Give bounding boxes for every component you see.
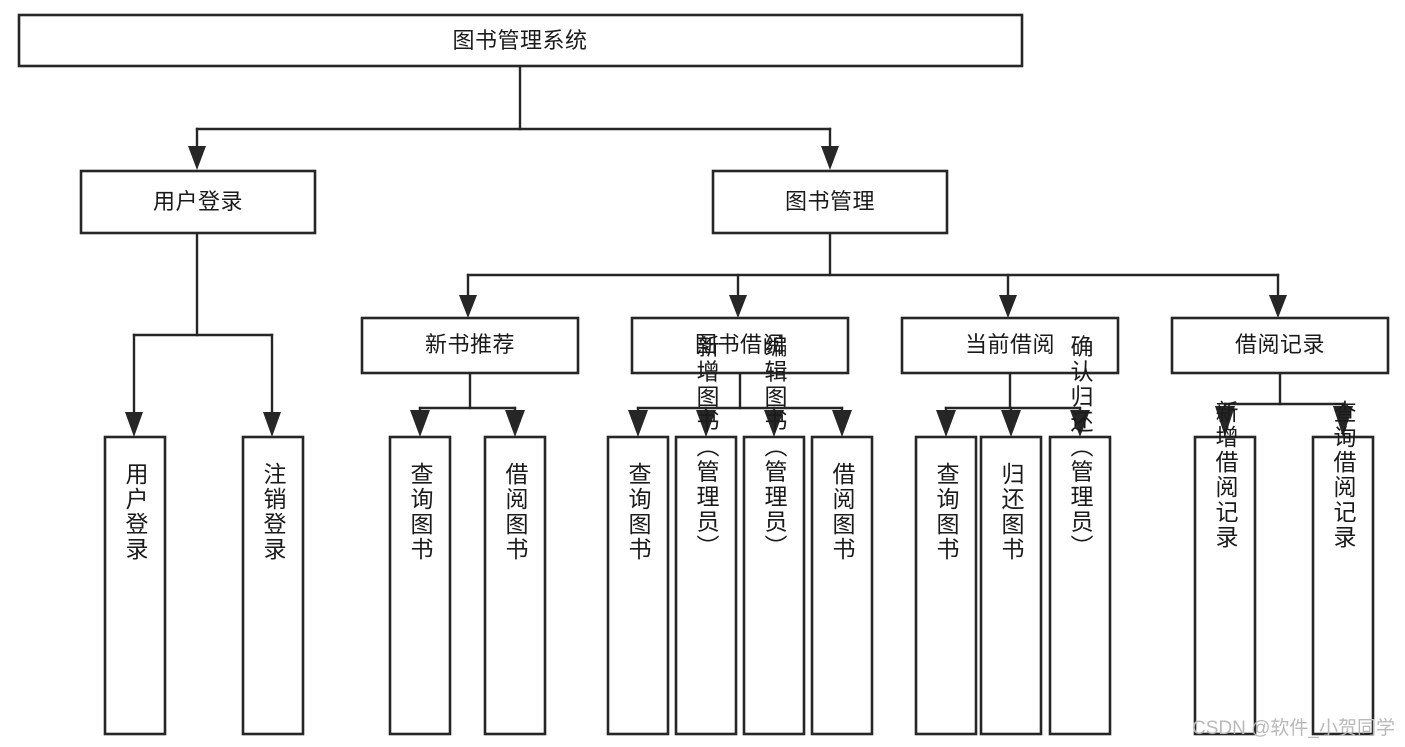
node-leaf-borrow-book-1[interactable]: 借阅图书 xyxy=(483,435,547,736)
leaf-add-book-box[interactable] xyxy=(674,435,738,736)
leaf-query-book-3-box[interactable] xyxy=(914,435,978,736)
leaf-borrow-book-2-box[interactable] xyxy=(810,435,874,736)
leaf-edit-book-box[interactable] xyxy=(742,435,806,736)
arrow-to-book-manage xyxy=(821,146,839,170)
node-new-book-recommend[interactable]: 新书推荐 xyxy=(360,316,580,375)
root-label: 图书管理系统 xyxy=(452,28,587,53)
leaf-user-logout-box[interactable] xyxy=(241,435,305,736)
leaf-query-book-1-label: 查询图书 xyxy=(407,462,434,562)
leaf-add-book-label: 新增图书（管理员） xyxy=(693,335,720,560)
node-root[interactable]: 图书管理系统 xyxy=(17,13,1024,68)
node-leaf-user-login[interactable]: 用户登录 xyxy=(103,435,167,736)
arrow-to-new-book-recommend xyxy=(459,295,477,318)
node-leaf-borrow-book-2[interactable]: 借阅图书 xyxy=(810,435,874,736)
leaf-add-record-box[interactable] xyxy=(1193,435,1257,736)
leaf-query-record-label: 查询借阅记录 xyxy=(1330,400,1357,550)
node-leaf-query-book-1[interactable]: 查询图书 xyxy=(388,435,452,736)
leaf-edit-book-label: 编辑图书（管理员） xyxy=(761,335,788,560)
leaf-borrow-book-1-label: 借阅图书 xyxy=(502,462,529,562)
node-leaf-add-book[interactable]: 新增图书（管理员） xyxy=(674,335,738,736)
node-leaf-query-book-3[interactable]: 查询图书 xyxy=(914,435,978,736)
root-box[interactable] xyxy=(17,13,1024,68)
arrow-to-leaf-user-logout xyxy=(263,412,281,437)
node-current-borrow[interactable]: 当前借阅 xyxy=(900,316,1120,375)
leaf-return-book-box[interactable] xyxy=(979,435,1043,736)
arrow-to-leaf-user-login xyxy=(125,412,143,437)
leaf-user-logout-label: 注销登录 xyxy=(260,462,287,562)
arrow-to-user-login xyxy=(188,146,206,170)
node-leaf-query-book-2[interactable]: 查询图书 xyxy=(606,435,670,736)
new-book-recommend-box[interactable] xyxy=(360,316,580,375)
connector-layer xyxy=(125,64,1353,437)
leaf-query-book-2-label: 查询图书 xyxy=(625,462,652,562)
node-leaf-confirm-return[interactable]: 确认归还（管理员） xyxy=(1048,335,1112,736)
arrow-to-book-borrow xyxy=(729,295,747,318)
node-leaf-return-book[interactable]: 归还图书 xyxy=(979,435,1043,736)
node-borrow-record[interactable]: 借阅记录 xyxy=(1170,316,1390,375)
leaf-borrow-book-2-label: 借阅图书 xyxy=(829,462,856,562)
arrow-to-leaf-borrow-book-1 xyxy=(505,410,525,437)
node-leaf-add-record[interactable]: 新增借阅记录 xyxy=(1193,400,1257,736)
node-leaf-user-logout[interactable]: 注销登录 xyxy=(241,435,305,736)
node-leaf-query-record[interactable]: 查询借阅记录 xyxy=(1311,400,1375,736)
book-borrow-label: 图书借阅 xyxy=(695,332,785,357)
arrow-to-borrow-record xyxy=(1269,295,1287,318)
leaf-confirm-return-label: 确认归还（管理员） xyxy=(1067,335,1094,560)
leaf-confirm-return-box[interactable] xyxy=(1048,435,1112,736)
arrow-to-leaf-add-record xyxy=(1215,406,1235,437)
leaf-user-login-label: 用户登录 xyxy=(122,462,149,562)
borrow-record-box[interactable] xyxy=(1170,316,1390,375)
book-manage-box[interactable] xyxy=(711,169,949,235)
arrow-to-leaf-confirm-return xyxy=(1070,410,1090,437)
leaf-query-book-2-box[interactable] xyxy=(606,435,670,736)
user-login-box[interactable] xyxy=(79,169,317,235)
current-borrow-box[interactable] xyxy=(900,316,1120,375)
user-login-label: 用户登录 xyxy=(153,189,243,214)
leaf-query-book-3-label: 查询图书 xyxy=(933,462,960,562)
leaf-query-book-1-box[interactable] xyxy=(388,435,452,736)
arrow-to-current-borrow xyxy=(999,295,1017,318)
book-manage-label: 图书管理 xyxy=(785,189,875,214)
node-book-manage[interactable]: 图书管理 xyxy=(711,169,949,235)
node-leaf-edit-book[interactable]: 编辑图书（管理员） xyxy=(742,335,806,736)
current-borrow-label: 当前借阅 xyxy=(965,332,1055,357)
leaf-return-book-label: 归还图书 xyxy=(998,462,1025,562)
leaf-user-login-box[interactable] xyxy=(103,435,167,736)
arrow-to-leaf-query-book-1 xyxy=(410,410,430,437)
node-user-login[interactable]: 用户登录 xyxy=(79,169,317,235)
arrow-to-leaf-borrow-book-2 xyxy=(832,410,852,437)
arrow-to-leaf-add-book xyxy=(696,410,716,437)
leaf-borrow-book-1-box[interactable] xyxy=(483,435,547,736)
node-book-borrow[interactable]: 图书借阅 xyxy=(630,316,850,375)
book-borrow-box[interactable] xyxy=(630,316,850,375)
arrow-to-leaf-query-record xyxy=(1333,406,1353,437)
arrow-to-leaf-edit-book xyxy=(764,410,784,437)
borrow-record-label: 借阅记录 xyxy=(1235,332,1325,357)
leaf-add-record-label: 新增借阅记录 xyxy=(1212,400,1239,550)
csdn-watermark: CSDN @软件_小贺同学 xyxy=(1192,717,1395,739)
arrow-to-leaf-query-book-3 xyxy=(936,410,956,437)
arrow-to-leaf-return-book xyxy=(1001,410,1021,437)
new-book-recommend-label: 新书推荐 xyxy=(425,332,515,357)
arrow-to-leaf-query-book-2 xyxy=(628,410,648,437)
leaf-query-record-box[interactable] xyxy=(1311,435,1375,736)
